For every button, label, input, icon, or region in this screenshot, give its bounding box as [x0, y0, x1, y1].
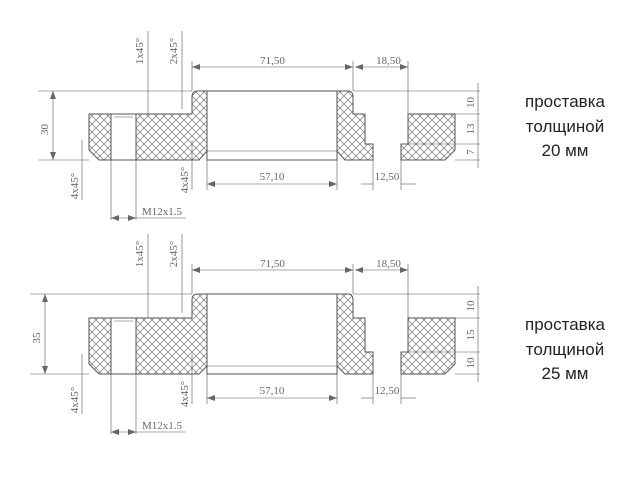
caption-line: толщиной	[525, 339, 605, 359]
dim-step: 18,50	[376, 258, 401, 270]
dim-right-2: 7	[465, 149, 477, 155]
dim-chamfer-1: 1x45°	[134, 241, 146, 267]
hatched-section-hub-right	[336, 90, 374, 161]
hatched-section-right	[400, 317, 456, 375]
dim-hole: 12,50	[375, 385, 400, 397]
threaded-hole-outline	[110, 113, 137, 161]
hatched-section-right	[400, 113, 456, 161]
hatched-section-hub-left	[135, 293, 208, 375]
caption-20mm: проставка толщиной 20 мм	[505, 90, 625, 164]
dim-chamfer-left: 4x45°	[69, 173, 81, 199]
dim-total-thickness: 30	[39, 124, 51, 136]
dim-bore-bottom: 57,10	[260, 171, 285, 183]
bore-outline	[206, 90, 338, 161]
caption-line: 20 мм	[541, 141, 589, 160]
dim-right-1: 15	[465, 329, 477, 341]
dim-chamfer-mid: 4x45°	[179, 381, 191, 407]
hatched-section-hub-right	[336, 293, 374, 375]
dim-right-2: 10	[465, 357, 477, 369]
dim-chamfer-2: 2x45°	[168, 38, 180, 64]
hatched-section-left	[88, 113, 112, 161]
dim-hole: 12,50	[375, 171, 400, 183]
caption-25mm: проставка толщиной 25 мм	[505, 313, 625, 387]
dim-bore-top: 71,50	[260, 258, 285, 270]
dim-right-0: 10	[465, 300, 477, 312]
threaded-hole-outline	[110, 317, 137, 375]
dim-chamfer-1: 1x45°	[134, 38, 146, 64]
dim-thread: M12x1.5	[142, 206, 183, 218]
dim-bore-bottom: 57,10	[260, 385, 285, 397]
dim-total-thickness: 35	[31, 332, 43, 344]
caption-line: проставка	[525, 315, 605, 334]
dim-bore-top: 71,50	[260, 55, 285, 67]
hatched-section-hub-left	[135, 90, 208, 161]
dim-chamfer-2: 2x45°	[168, 241, 180, 267]
bore-outline	[206, 293, 338, 375]
caption-line: 25 мм	[541, 364, 589, 383]
dim-right-0: 10	[465, 97, 477, 109]
dim-thread: M12x1.5	[142, 420, 183, 432]
dim-step: 18,50	[376, 55, 401, 67]
hatched-section-left	[88, 317, 112, 375]
caption-line: проставка	[525, 92, 605, 111]
caption-line: толщиной	[525, 116, 605, 136]
dim-chamfer-mid: 4x45°	[179, 167, 191, 193]
dim-chamfer-left: 4x45°	[69, 387, 81, 413]
dim-right-1: 13	[465, 123, 477, 135]
